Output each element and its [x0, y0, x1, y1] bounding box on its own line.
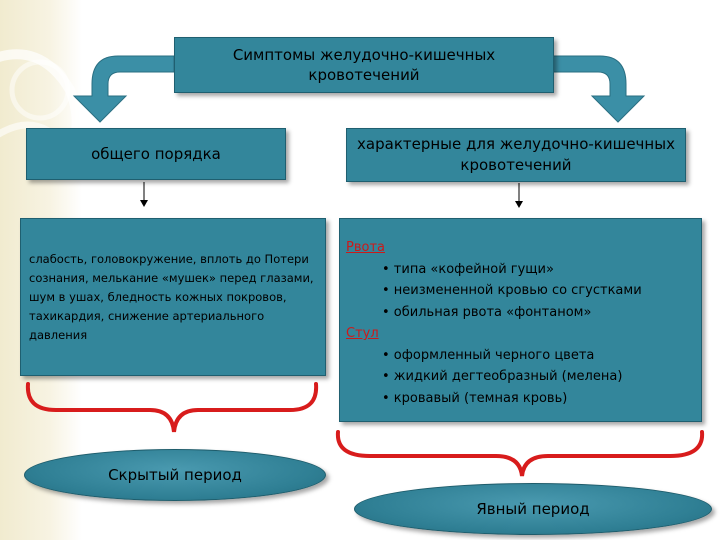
left-down-arrow [140, 182, 148, 207]
vomit-item: • типа «кофейной гущи» [382, 261, 554, 277]
specific-symptoms-heading: характерные для желудочно-кишечных крово… [357, 135, 675, 174]
diagram-title-box: Симптомы желудочно-кишечных кровотечений [174, 37, 554, 93]
left-curved-arrow [72, 55, 175, 123]
specific-symptoms-heading-box: характерные для желудочно-кишечных крово… [346, 128, 686, 182]
stool-item: • кровавый (темная кровь) [382, 390, 568, 406]
hidden-period-ellipse: Скрытый период [24, 449, 326, 501]
right-down-arrow [515, 183, 523, 208]
left-brace [25, 382, 319, 433]
specific-symptoms-box: Рвота • типа «кофейной гущи» • неизменен… [339, 218, 702, 422]
general-symptoms-heading: общего порядка [91, 145, 221, 163]
stool-item: • жидкий дегтеобразный (мелена) [382, 369, 623, 384]
general-symptoms-text: слабость, головокружение, вплоть до Поте… [29, 251, 314, 342]
vomit-item: • неизмененной кровью со сгустками [382, 283, 642, 298]
vomit-item: • обильная рвота «фонтаном» [382, 304, 592, 320]
vomit-label: Рвота [346, 240, 385, 255]
right-brace [335, 430, 705, 477]
overt-period-label: Явный период [476, 500, 590, 518]
general-symptoms-box: слабость, головокружение, вплоть до Поте… [20, 218, 326, 376]
stool-item: • оформленный черного цвета [382, 347, 595, 363]
hidden-period-label: Скрытый период [108, 466, 242, 484]
general-symptoms-heading-box: общего порядка [26, 128, 286, 180]
overt-period-ellipse: Явный период [354, 483, 712, 535]
stool-label: Стул [346, 326, 379, 341]
diagram-title: Симптомы желудочно-кишечных кровотечений [232, 46, 496, 84]
right-curved-arrow [551, 55, 646, 123]
